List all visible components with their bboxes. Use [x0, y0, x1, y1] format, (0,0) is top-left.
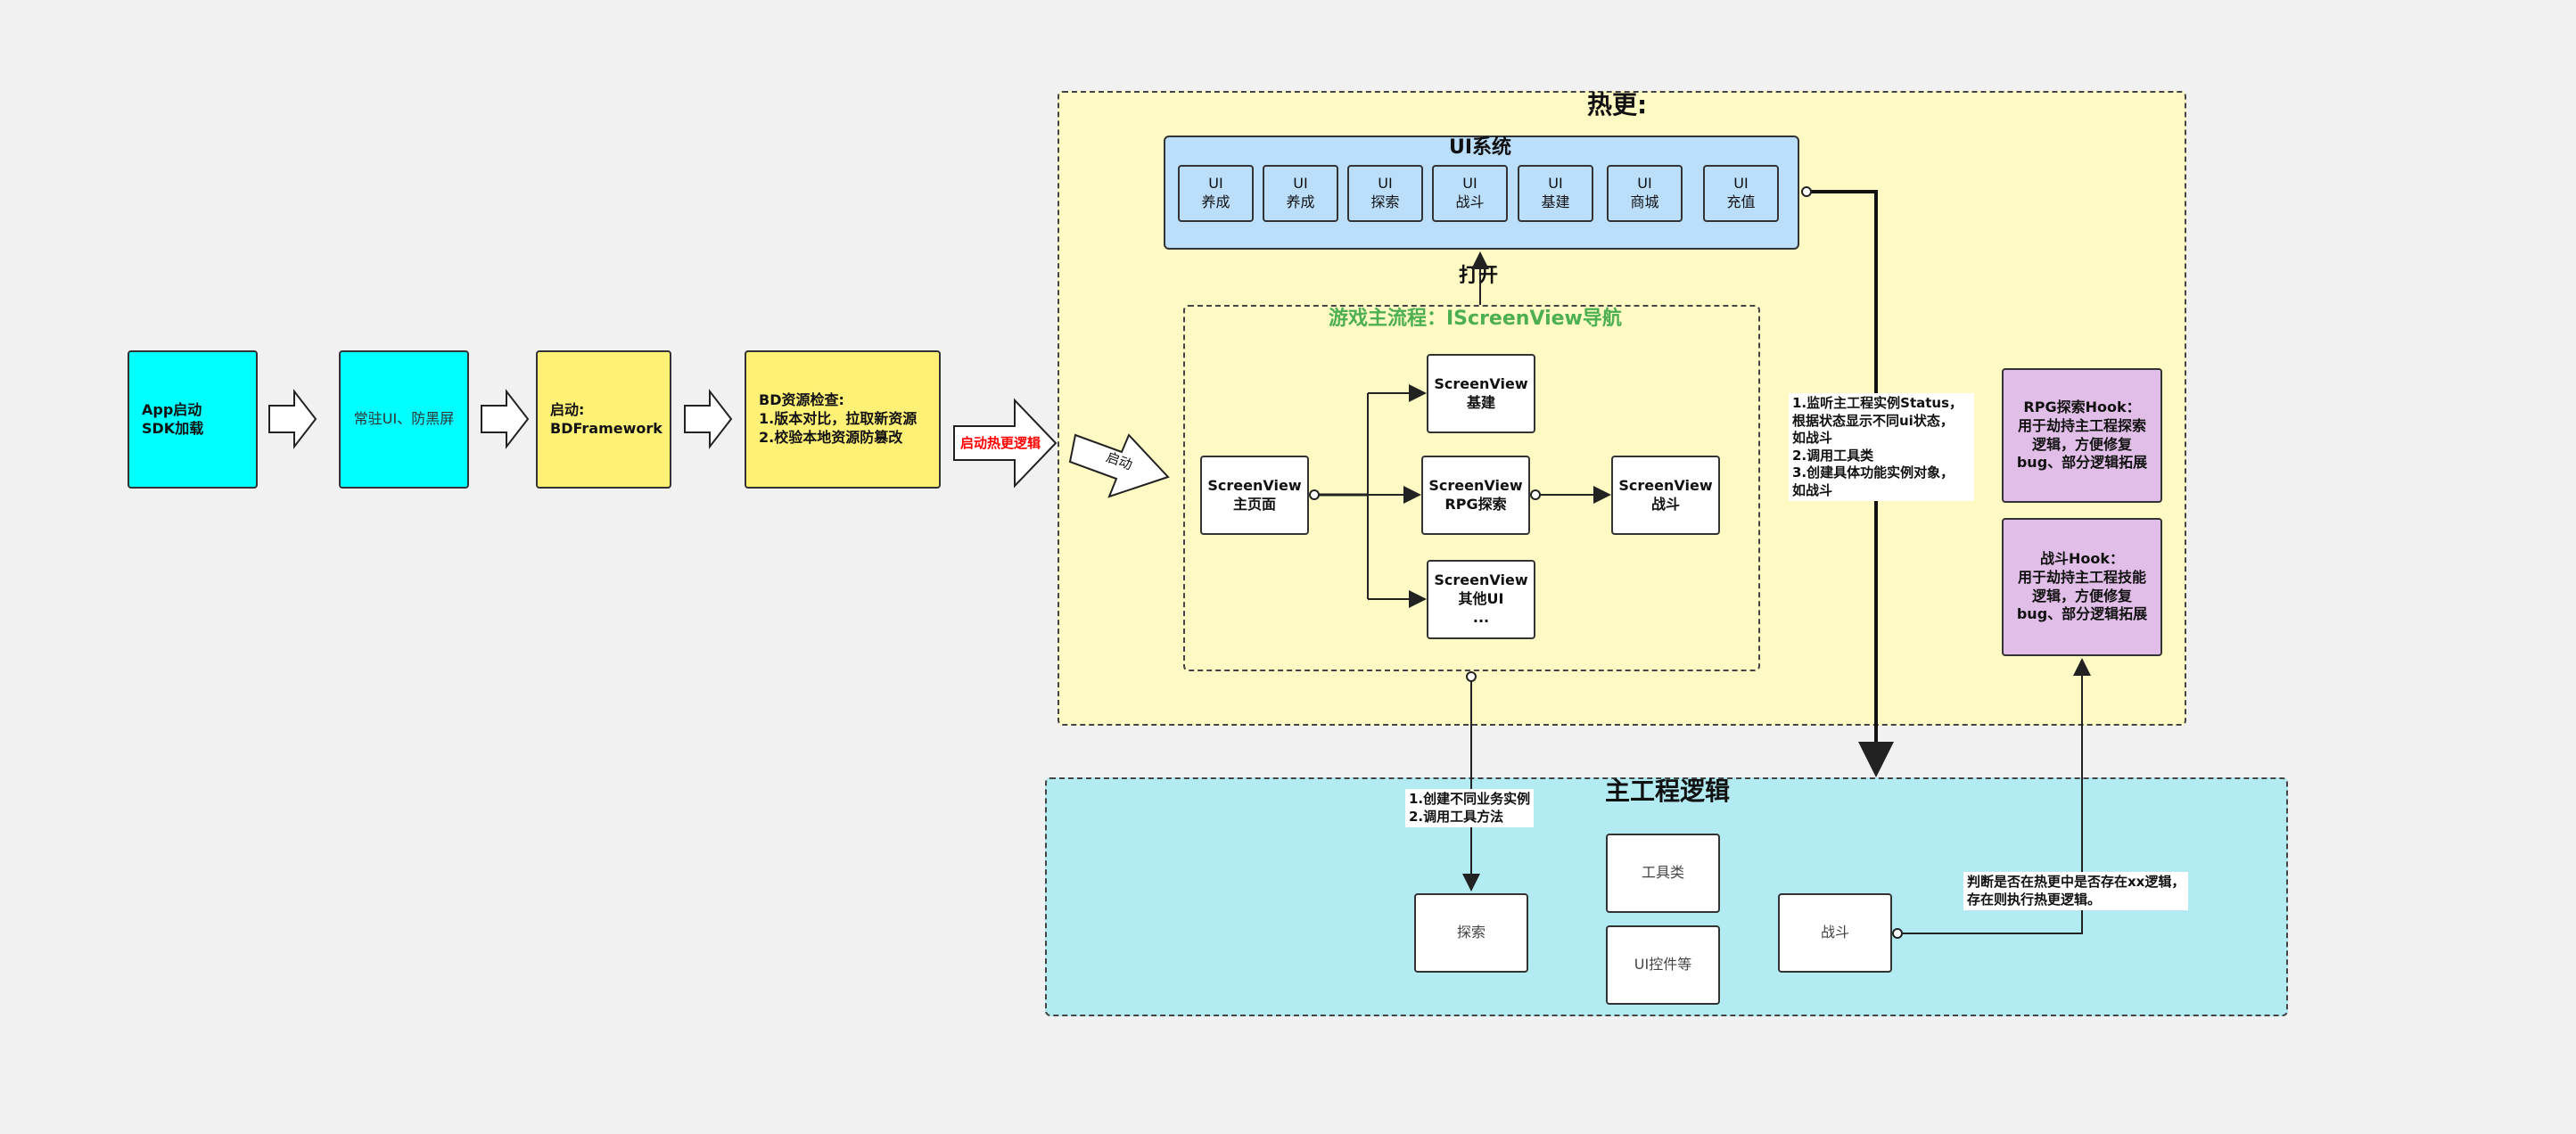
- bd-check-box: BD资源检查: 1.版本对比，拉取新资源 2.校验本地资源防篡改: [745, 350, 941, 489]
- ui-item-build: UI 基建: [1518, 165, 1593, 222]
- block-arrow-launch: [1068, 433, 1170, 498]
- tools-box: 工具类: [1606, 834, 1720, 913]
- rpg-hook-box: RPG探索Hook： 用于劫持主工程探索 逻辑，方便修复 bug、部分逻辑拓展: [2002, 368, 2162, 503]
- ui-item-shop: UI 商城: [1607, 165, 1683, 222]
- ui-item-battle: UI 战斗: [1432, 165, 1508, 222]
- block-arrow-3: [684, 389, 733, 449]
- home-port: [1309, 489, 1320, 500]
- app-start-label: App启动 SDK加载: [142, 400, 204, 437]
- flow-port: [1466, 671, 1477, 682]
- main-project-title: 主工程逻辑: [1605, 777, 1731, 806]
- ui-system-title: UI系统: [1449, 136, 1512, 159]
- ui-system-port: [1801, 186, 1812, 197]
- battle-box: 战斗: [1778, 893, 1892, 973]
- bd-check-label: BD资源检查: 1.版本对比，拉取新资源 2.校验本地资源防篡改: [759, 391, 918, 446]
- ui-item-explore: UI 探索: [1347, 165, 1423, 222]
- resident-ui-label: 常驻UI、防黑屏: [353, 410, 455, 428]
- ui-item-cultivate-1: UI 养成: [1178, 165, 1254, 222]
- ui-to-main-project: [1806, 190, 1894, 777]
- battle-port: [1892, 928, 1903, 939]
- block-arrow-1: [268, 389, 317, 449]
- framework-label: 启动: BDFramework: [550, 400, 663, 437]
- ui-item-recharge: UI 充值: [1703, 165, 1779, 222]
- hot-update-title: 热更:: [1587, 90, 1648, 119]
- battle-hook-box: 战斗Hook： 用于劫持主工程技能 逻辑，方便修复 bug、部分逻辑拓展: [2002, 518, 2162, 656]
- block-arrow-2: [481, 389, 530, 449]
- app-start-box: App启动 SDK加载: [128, 350, 258, 489]
- screenview-home: ScreenView 主页面: [1200, 456, 1309, 535]
- judge-note: 判断是否在热更中是否存在xx逻辑， 存在则执行热更逻辑。: [1963, 872, 2189, 910]
- rpg-port: [1530, 489, 1541, 500]
- explore-box: 探索: [1414, 893, 1528, 973]
- screenview-battle: ScreenView 战斗: [1611, 456, 1720, 535]
- ui-item-cultivate-2: UI 养成: [1263, 165, 1338, 222]
- create-note: 1.创建不同业务实例 2.调用工具方法: [1405, 789, 1535, 827]
- ui-controls-box: UI控件等: [1606, 925, 1720, 1005]
- main-flow-title: 游戏主流程：IScreenView导航: [1329, 308, 1622, 330]
- listen-note: 1.监听主工程实例Status， 根据状态显示不同ui状态， 如战斗 2.调用工…: [1789, 393, 1974, 501]
- resident-ui-box: 常驻UI、防黑屏: [339, 350, 469, 489]
- screenview-rpg: ScreenView RPG探索: [1421, 456, 1530, 535]
- screenview-build: ScreenView 基建: [1427, 354, 1535, 433]
- screenview-other: ScreenView 其他UI ...: [1427, 560, 1535, 639]
- battle-to-hook: [1897, 658, 2091, 934]
- framework-box: 启动: BDFramework: [536, 350, 671, 489]
- hot-logic-label: 启动热更逻辑: [960, 435, 1041, 453]
